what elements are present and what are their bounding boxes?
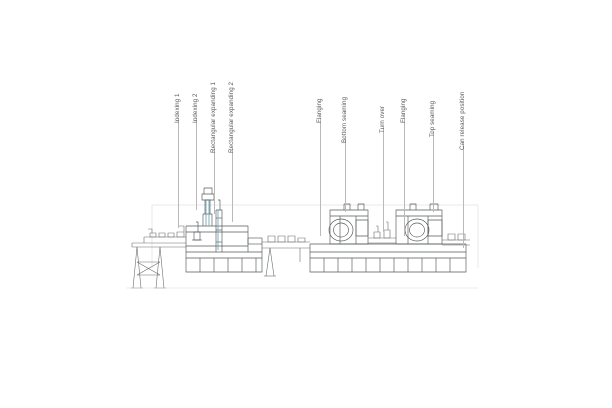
- station-label-rectangular-expanding-1: Rectangular expanding 1: [210, 81, 217, 153]
- station-label-top-seaming: Top seaming: [429, 100, 436, 137]
- station-label-indexing-2: Indexing 2: [192, 93, 199, 123]
- leader-line-bottom-seaming: [345, 138, 346, 212]
- leader-line-indexing-2: [196, 118, 197, 210]
- leader-line-top-seaming: [433, 132, 434, 212]
- station-label-turn-over: Turn over: [379, 105, 386, 133]
- leader-line-rectangular-expanding-1: [214, 148, 215, 214]
- station-label-flanging-2: Flanging: [400, 98, 407, 123]
- leader-line-turn-over: [383, 128, 384, 232]
- leader-line-can-release-position: [463, 145, 464, 248]
- station-label-indexing-1: Indexing 1: [174, 93, 181, 123]
- leader-line-flanging-2: [404, 118, 405, 236]
- leader-line-indexing-1: [178, 118, 179, 228]
- station-label-can-release-position: Can release position: [459, 91, 466, 150]
- station-label-flanging-1: Flanging: [316, 98, 323, 123]
- station-label-rectangular-expanding-2: Rectangular expanding 2: [228, 81, 235, 153]
- leader-line-flanging-1: [320, 118, 321, 236]
- station-label-bottom-seaming: Bottom seaming: [341, 96, 348, 143]
- leader-line-rectangular-expanding-2: [232, 148, 233, 222]
